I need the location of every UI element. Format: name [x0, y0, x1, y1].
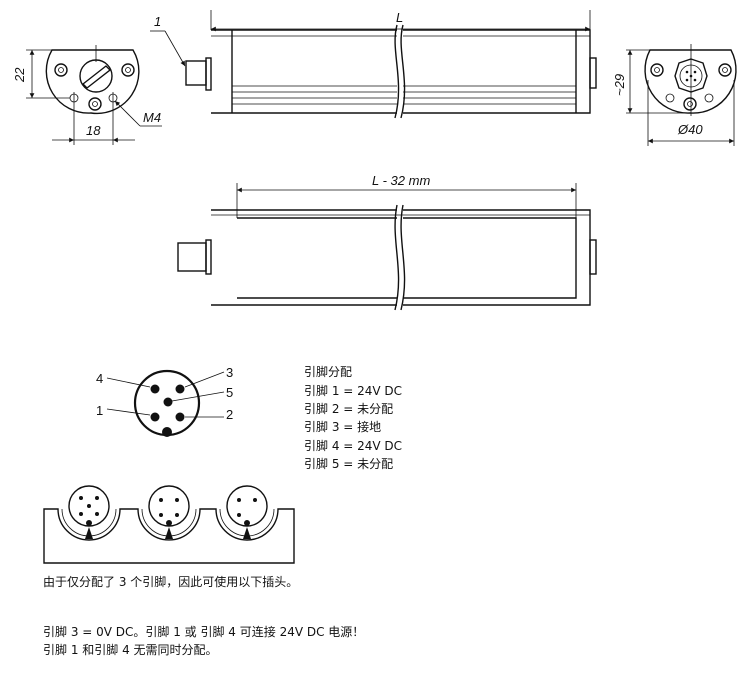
dim-thread: M4	[143, 110, 161, 125]
pin-label-4: 4	[96, 371, 103, 386]
assignment-line: 引脚 3 = 接地	[304, 419, 381, 434]
dim-length: L	[396, 10, 403, 25]
pin-label-2: 2	[226, 407, 233, 422]
pin-label-1: 1	[96, 403, 103, 418]
assignment-title: 引脚分配	[304, 364, 352, 379]
front-view: L - 32 mm	[177, 173, 597, 311]
right-end-view: ~29 Ø40	[612, 44, 737, 146]
assignment-line: 引脚 1 = 24V DC	[304, 383, 402, 398]
dim-height-right: ~29	[612, 74, 627, 96]
note-line-2: 引脚 1 和引脚 4 无需同时分配。	[43, 642, 218, 657]
assignment-line: 引脚 4 = 24V DC	[304, 438, 402, 453]
pin-label-5: 5	[226, 385, 233, 400]
callout-1: 1	[154, 14, 161, 29]
pin-assignment-list: 引脚分配 引脚 1 = 24V DC 引脚 2 = 未分配 引脚 3 = 接地 …	[304, 364, 402, 471]
dim-inner-length: L - 32 mm	[372, 173, 430, 188]
note-plugs: 由于仅分配了 3 个引脚，因此可使用以下插头。	[43, 574, 298, 589]
break-line	[394, 24, 400, 119]
pin-diagram: 4 3 5 1 2	[96, 365, 233, 437]
assignment-line: 引脚 5 = 未分配	[304, 456, 393, 471]
dim-height-left: 22	[12, 67, 27, 83]
dim-diameter: Ø40	[677, 122, 703, 137]
note-line-1: 引脚 3 = 0V DC。引脚 1 或 引脚 4 可连接 24V DC 电源！	[43, 624, 364, 639]
left-end-view: 22 18 M4	[12, 45, 162, 145]
side-view: 1 L	[150, 10, 597, 119]
assignment-line: 引脚 2 = 未分配	[304, 401, 393, 416]
dim-hole-spacing: 18	[86, 123, 101, 138]
plug-options	[43, 485, 295, 564]
pin-label-3: 3	[226, 365, 233, 380]
